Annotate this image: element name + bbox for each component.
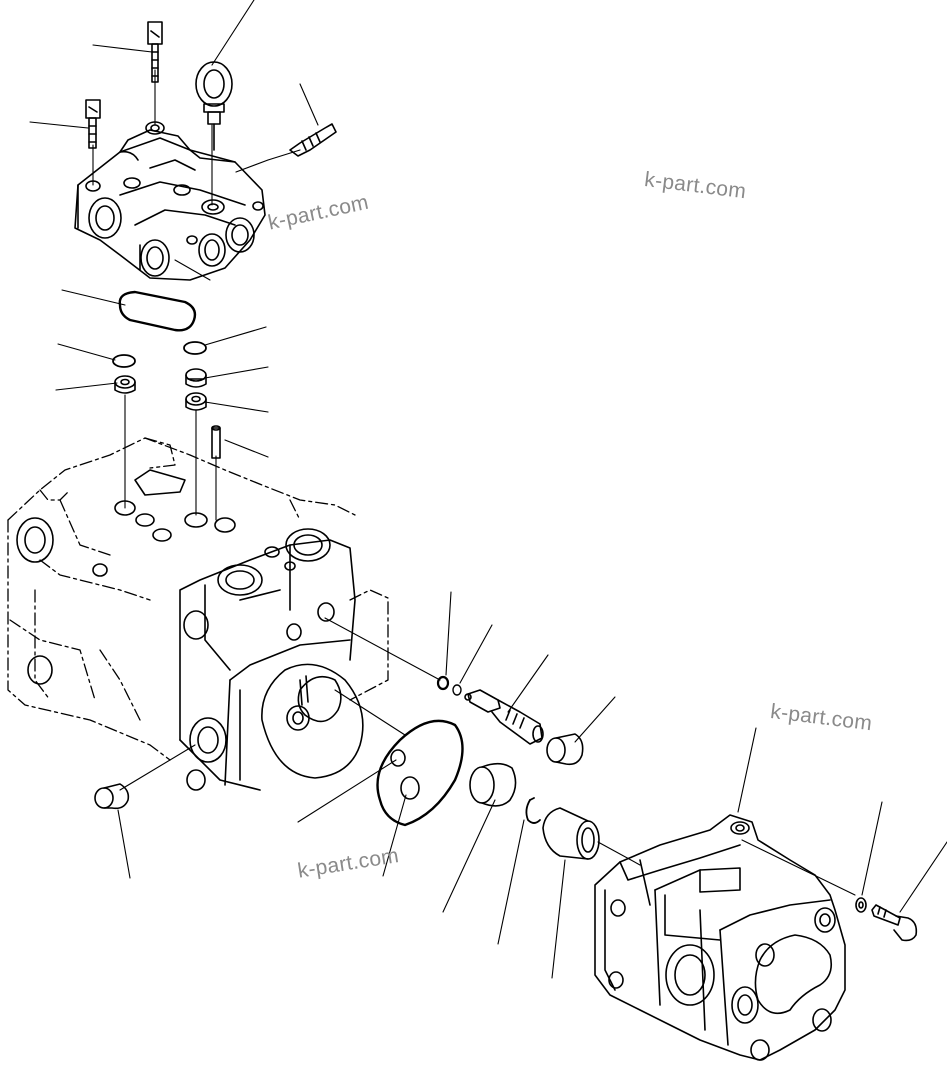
o-ring-face: [436, 675, 462, 696]
bushing-left: [94, 783, 130, 810]
main-pump-body: [7, 437, 389, 791]
bushing-right: [546, 733, 584, 766]
leader-lines: [29, 0, 947, 979]
collar-pieces: [114, 368, 207, 411]
hex-bolt: [871, 904, 918, 942]
coupling-sleeve: [542, 807, 600, 860]
bearing-ring: [469, 762, 517, 807]
pin: [211, 425, 221, 459]
gasket: [118, 290, 197, 332]
top-valve-body: [74, 121, 266, 281]
gear-pump: [594, 814, 846, 1061]
snap-ring: [525, 797, 541, 824]
washer: [855, 897, 867, 913]
cap-screw-top: [147, 21, 163, 83]
o-rings-inner: [390, 749, 420, 800]
cap-screw-left: [85, 99, 101, 149]
o-rings-small: [112, 341, 207, 368]
o-ring-large: [376, 719, 464, 827]
valve-spool: [464, 689, 544, 745]
eye-bolt: [195, 61, 233, 151]
plug-top: [289, 123, 337, 157]
